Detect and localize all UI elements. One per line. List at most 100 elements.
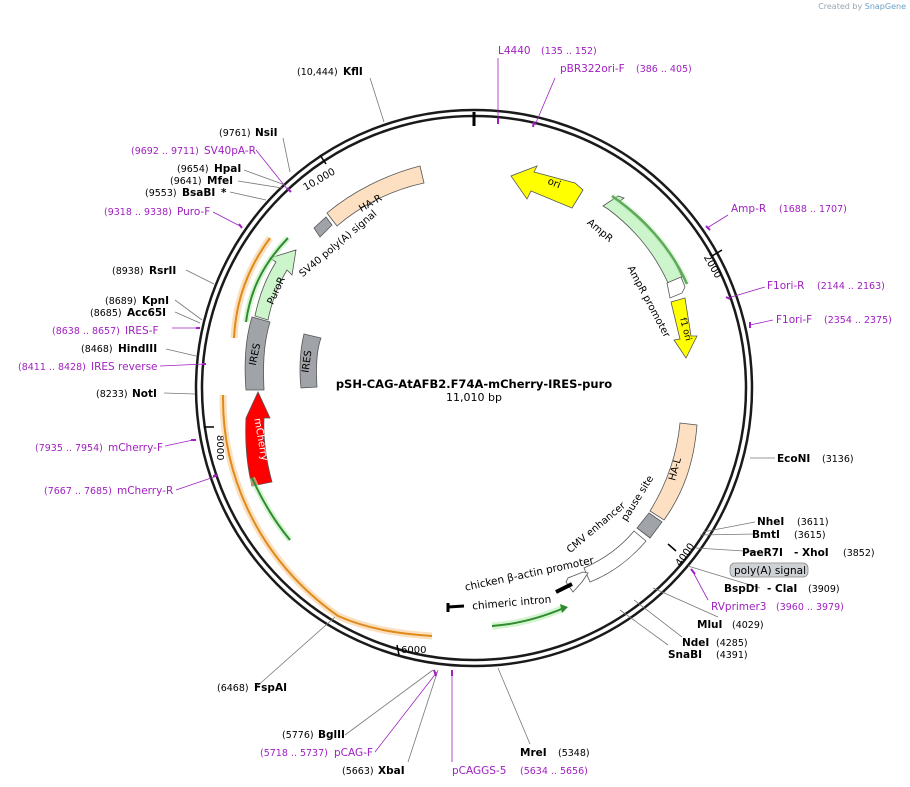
site-mfei-pos: (9641) [170, 176, 202, 187]
feature-mcherry[interactable]: mCherry [245, 391, 273, 487]
site-nsii-pos: (9761) [219, 128, 251, 139]
site-rsrii-pos: (8938) [112, 266, 144, 277]
site-bspdi-pos: (3909) [808, 584, 840, 595]
credit-created-by: Created by [818, 2, 863, 11]
site-snabi[interactable]: SnaBI [668, 649, 702, 661]
polya-signal-badge[interactable] [729, 562, 809, 578]
feature-ori[interactable]: ori [510, 165, 584, 209]
plasmid-length: 11,010 bp [446, 391, 502, 404]
primer-mcherry-f-pos: (7935 .. 7954) [35, 443, 103, 454]
primer-puro-f-pos: (9318 .. 9338) [104, 207, 172, 218]
feature-label-ires: IRES [248, 342, 263, 366]
site-bsabi-pos: (9553) [145, 188, 177, 199]
plasmid-name: pSH-CAG-AtAFB2.F74A-mCherry-IRES-puro [336, 377, 612, 391]
site-bsabi-star: * [221, 187, 227, 199]
snapgene-logo: SnapGene [864, 2, 906, 11]
site-mfei[interactable]: MfeI [207, 175, 233, 187]
backbone [194, 108, 754, 668]
site-paer7i[interactable]: PaeR7I [742, 547, 783, 559]
site-ndei-pos: (4285) [716, 638, 748, 649]
feature-ires-inner[interactable]: IRES [299, 333, 322, 389]
site-nsii[interactable]: NsiI [255, 127, 278, 139]
site-paer7i-pos: (3852) [843, 548, 875, 559]
primer-f1ori-f[interactable]: F1ori-F [776, 314, 812, 326]
primer-pcag-f[interactable]: pCAG-F [334, 747, 373, 759]
site-kfli[interactable]: KflI [343, 66, 363, 78]
site-kpni-pos: (8689) [105, 296, 137, 307]
site-clai[interactable]: - ClaI [767, 583, 797, 595]
primer-rvprimer3[interactable]: RVprimer3 [711, 601, 767, 613]
site-bmti-pos: (3615) [794, 530, 826, 541]
site-kfli-pos: (10,444) [297, 67, 338, 78]
site-hindiii[interactable]: HindIII [118, 343, 157, 355]
primer-sv40pa-r-pos: (9692 .. 9711) [131, 146, 199, 157]
primer-mcherry-f[interactable]: mCherry-F [108, 442, 163, 454]
primer-ires-f[interactable]: IRES-F [125, 325, 159, 337]
site-nhei[interactable]: NheI [757, 516, 784, 528]
feature-ires[interactable]: IRES [244, 316, 271, 391]
site-xhoi[interactable]: - XhoI [794, 547, 829, 559]
site-mrei-pos: (5348) [558, 748, 590, 759]
site-mlui[interactable]: MluI [697, 619, 722, 631]
site-xbai[interactable]: XbaI [378, 765, 405, 777]
primer-l4440[interactable]: L4440 [498, 45, 531, 57]
primer-f1ori-f-pos: (2354 .. 2375) [824, 315, 892, 326]
site-nhei-pos: (3611) [797, 517, 829, 528]
feature-label-ampr: AmpR [585, 217, 615, 245]
site-rsrii[interactable]: RsrII [149, 265, 176, 277]
primer-amp-r[interactable]: Amp-R [731, 203, 766, 215]
feature-label-ires-inner: IRES [301, 350, 315, 374]
primer-sv40pa-r[interactable]: SV40pA-R [204, 145, 256, 157]
primer-amp-r-pos: (1688 .. 1707) [779, 204, 847, 215]
site-bsabi[interactable]: BsaBI [182, 187, 215, 199]
tick-6000: 6000 [401, 645, 426, 656]
feature-label-chimeric-intron: chimeric intron [472, 594, 552, 613]
feature-ha-l[interactable]: HA-L [649, 422, 698, 521]
site-ndei[interactable]: NdeI [682, 637, 709, 649]
site-acc65i-pos: (8685) [90, 308, 122, 319]
site-bglii-pos: (5776) [282, 730, 314, 741]
feature-f1-ori[interactable]: f1 ori [670, 297, 698, 359]
leader-lines [163, 77, 775, 763]
primer-f1ori-r-pos: (2144 .. 2163) [817, 281, 885, 292]
primer-marks [191, 118, 751, 677]
orf-arcs [219, 235, 433, 640]
site-noti-pos: (8233) [96, 389, 128, 400]
primer-ires-reverse-pos: (8411 .. 8428) [18, 362, 86, 373]
site-hpai-pos: (9654) [177, 164, 209, 175]
snapgene-credit: Created by SnapGene [818, 2, 906, 11]
site-bglii[interactable]: BglII [318, 729, 345, 741]
primer-l4440-pos: (135 .. 152) [541, 46, 597, 57]
feature-label-ori: ori [546, 176, 562, 191]
site-hindiii-pos: (8468) [81, 344, 113, 355]
site-xbai-pos: (5663) [342, 766, 374, 777]
site-hpai[interactable]: HpaI [214, 163, 241, 175]
site-econi-pos: (3136) [822, 454, 854, 465]
site-bspdi[interactable]: BspDI [724, 583, 758, 595]
primer-mcherry-r-pos: (7667 .. 7685) [44, 486, 112, 497]
primer-pcaggs-5[interactable]: pCAGGS-5 [452, 765, 506, 777]
site-kpni[interactable]: KpnI [142, 295, 169, 307]
primer-pcaggs-5-pos: (5634 .. 5656) [520, 766, 588, 777]
ampr-orf [611, 194, 689, 285]
site-fspai-pos: (6468) [217, 683, 249, 694]
primer-pbr322ori-f[interactable]: pBR322ori-F [560, 63, 625, 75]
tick-4000: 4000 [674, 541, 698, 568]
site-fspai[interactable]: FspAI [254, 682, 287, 694]
primer-f1ori-r[interactable]: F1ori-R [767, 280, 804, 292]
site-acc65i[interactable]: Acc65I [127, 307, 166, 319]
tick-10000: 10,000 [302, 167, 338, 194]
site-mrei[interactable]: MreI [520, 747, 547, 759]
primer-puro-f[interactable]: Puro-F [177, 206, 210, 218]
primer-rvprimer3-pos: (3960 .. 3979) [776, 602, 844, 613]
primer-mcherry-r[interactable]: mCherry-R [117, 485, 173, 497]
feature-puror[interactable]: PuroR [254, 249, 297, 321]
primer-ires-reverse[interactable]: IRES reverse [91, 361, 158, 373]
feature-chimeric-intron[interactable]: chimeric intron [446, 594, 568, 630]
site-econi[interactable]: EcoNI [777, 453, 810, 465]
primer-pcag-f-pos: (5718 .. 5737) [260, 748, 328, 759]
site-noti[interactable]: NotI [132, 388, 157, 400]
feature-cba-promoter[interactable]: chicken β-actin promoter [464, 554, 596, 594]
site-bmti[interactable]: BmtI [752, 529, 780, 541]
